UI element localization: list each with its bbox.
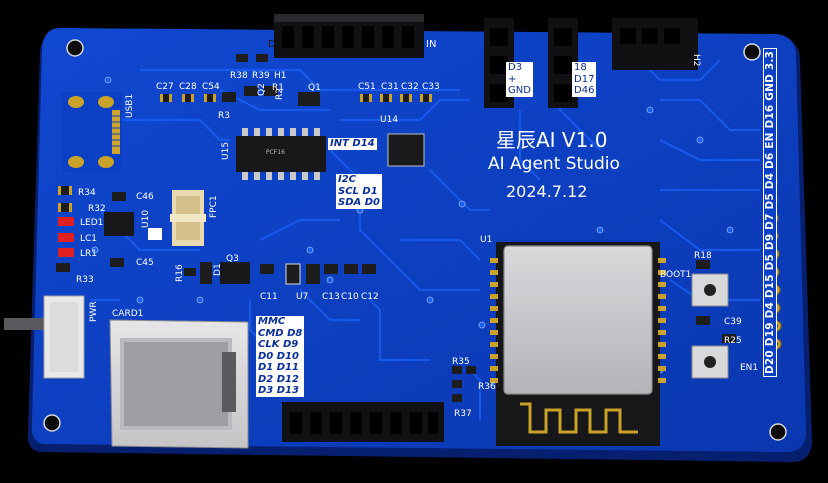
usb-connector	[62, 92, 122, 172]
i2c-scl: SCL D1	[338, 185, 378, 197]
int-box: INT D14	[328, 138, 377, 150]
label-h1: H1	[274, 71, 287, 81]
label-q2: Q2	[257, 83, 267, 96]
fpc-connector	[170, 190, 206, 246]
edge-pin-labels: D20 D19 D4 D15 D5 D9 D7 D5 D4 D6 EN D16 …	[763, 21, 777, 404]
label-chip-u15: PCF16	[266, 149, 285, 156]
label-r36: R36	[478, 382, 496, 392]
passives-top	[160, 54, 432, 106]
label-pwr: PWR	[89, 301, 99, 322]
label-r25: R25	[724, 336, 742, 346]
label-c45: C45	[136, 258, 154, 268]
label-r39: R39	[252, 71, 270, 81]
label-card1: CARD1	[112, 309, 144, 319]
passives-left	[56, 186, 162, 272]
header-h1	[274, 14, 424, 58]
header-d3	[484, 18, 514, 108]
label-r37: R37	[454, 409, 472, 419]
pin-d46: D46	[574, 85, 595, 96]
mmc-title: MMC	[258, 316, 286, 327]
chip-u15	[236, 128, 326, 180]
mmc-d2: D2 D12	[258, 373, 299, 385]
label-r1: R1	[272, 83, 284, 93]
label-lc1: LC1	[80, 234, 98, 244]
board-title: 星辰AI V1.0	[496, 128, 608, 152]
h1-left-cut: D	[268, 39, 276, 50]
esp-module	[490, 242, 666, 446]
mmc-cmd: CMD D8	[258, 327, 303, 339]
label-lr1: LR1	[80, 249, 97, 259]
label-r33: R33	[76, 275, 94, 285]
pin-d3: D3	[508, 62, 523, 73]
label-c54: C54	[202, 82, 220, 92]
label-c31: C31	[381, 82, 399, 92]
mmc-d1: D1 D11	[258, 362, 299, 373]
label-c51: C51	[358, 82, 376, 92]
label-u10: U10	[141, 209, 151, 228]
label-r18: R18	[694, 251, 712, 261]
label-h2: H2	[691, 54, 701, 67]
mmc-clk: CLK D9	[258, 339, 299, 350]
boot-button	[691, 273, 729, 307]
chip-u14	[387, 133, 425, 167]
label-led1: LED1	[80, 218, 104, 228]
label-r16: R16	[175, 264, 185, 282]
label-fpc1: FPC1	[209, 195, 219, 218]
mounting-holes	[43, 39, 787, 441]
label-u15: U15	[221, 141, 231, 160]
label-c27: C27	[156, 82, 174, 92]
passives-mid	[184, 262, 376, 285]
mmc-d0: D0 D10	[258, 350, 299, 362]
passives-bottom	[452, 366, 476, 402]
label-r2: R2	[275, 88, 285, 100]
label-d1: D1	[213, 263, 223, 276]
label-c13: C13	[322, 292, 340, 302]
en-button	[691, 345, 729, 379]
header-d17-labels: 18 D17 D46	[572, 62, 597, 97]
label-r35: R35	[452, 357, 470, 367]
label-r34: R34	[78, 188, 96, 198]
passives-right	[696, 260, 736, 343]
label-r3: R3	[218, 111, 230, 121]
label-boot1: BOOT1	[660, 270, 692, 280]
label-r32: R32	[88, 204, 106, 214]
label-c39: C39	[724, 317, 742, 327]
label-c33: C33	[422, 82, 440, 92]
mmc-box: MMC CMD D8 CLK D9 D0 D10 D1 D11 D2 D12 D…	[256, 316, 305, 397]
header-bottom	[282, 402, 444, 442]
label-u14: U14	[380, 115, 399, 125]
i2c-box: I2C SCL D1 SDA D0	[336, 174, 382, 209]
power-switch	[4, 295, 85, 379]
label-en1: EN1	[740, 363, 759, 373]
label-u7: U7	[296, 292, 309, 302]
label-c11: C11	[260, 292, 278, 302]
label-q3: Q3	[226, 254, 239, 264]
sd-card-slot	[109, 319, 249, 449]
pin-plus: +	[508, 73, 517, 85]
pin-d17: D17	[574, 73, 595, 85]
header-d3-labels: D3 + GND	[506, 62, 533, 97]
label-c32: C32	[401, 82, 419, 92]
label-u1: U1	[480, 235, 493, 245]
mmc-d3: D3 D13	[258, 385, 299, 396]
label-r38: R38	[230, 71, 248, 81]
header-h2	[612, 18, 698, 70]
i2c-sda: SDA D0	[338, 197, 380, 208]
board-subtitle: AI Agent Studio	[488, 154, 620, 174]
pin-gnd: GND	[508, 85, 531, 96]
label-q1: Q1	[308, 83, 321, 93]
label-c12: C12	[361, 292, 379, 302]
i2c-title: I2C	[338, 174, 357, 185]
h1-right-cut: IN	[426, 39, 437, 50]
label-usb1: USB1	[125, 93, 135, 118]
label-c46: C46	[136, 192, 154, 202]
copper-traces	[90, 59, 760, 420]
pin-18: 18	[574, 62, 587, 73]
label-c10: C10	[341, 292, 359, 302]
label-c28: C28	[179, 82, 197, 92]
board-date: 2024.7.12	[506, 182, 588, 201]
